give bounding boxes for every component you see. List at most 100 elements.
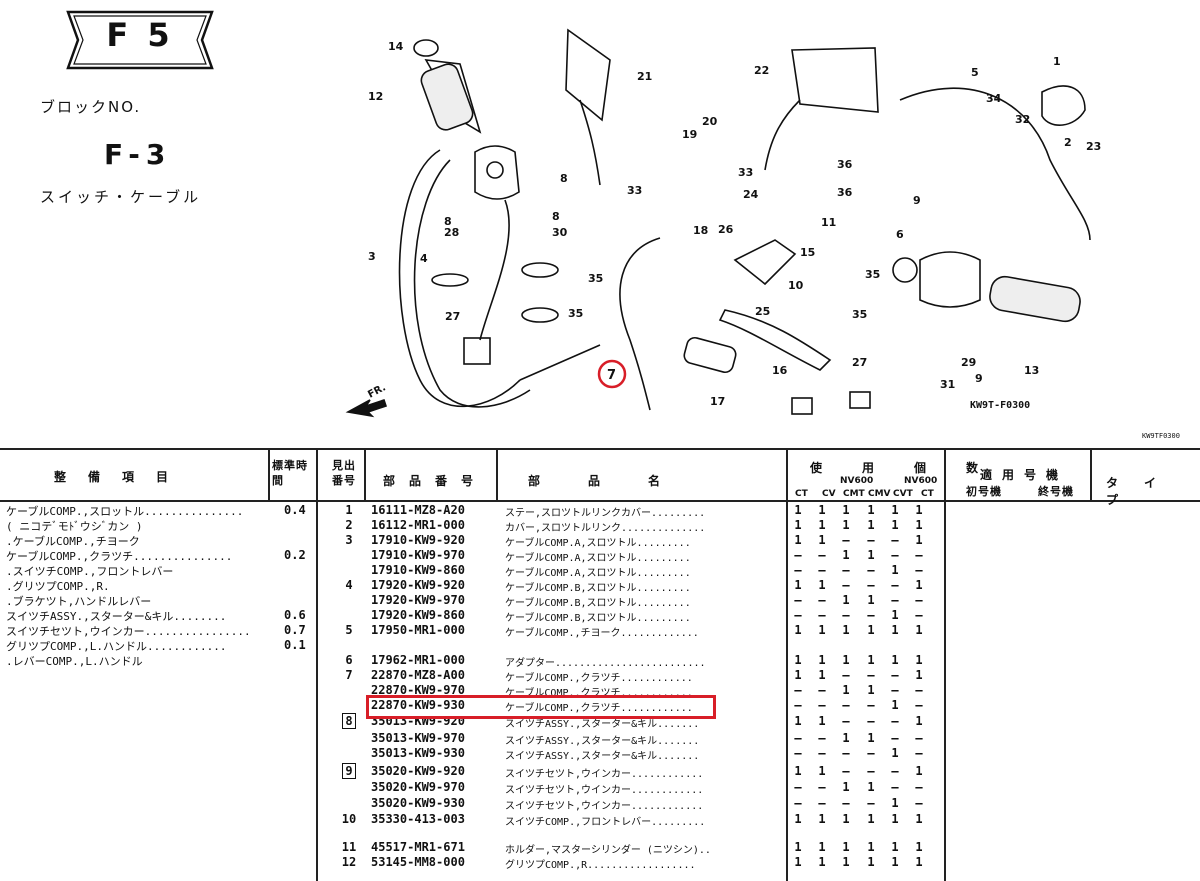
part-qty-cell: 1 xyxy=(842,623,850,637)
part-qty-cell: – xyxy=(818,731,826,745)
svg-text:13: 13 xyxy=(1024,364,1039,377)
part-ref-number: 12 xyxy=(334,855,364,869)
svg-text:26: 26 xyxy=(718,223,734,236)
choke-cable xyxy=(519,344,601,381)
svg-text:34: 34 xyxy=(986,92,1002,105)
svg-text:4: 4 xyxy=(420,252,428,265)
part-name: スイツチASSY.,スターター&キル....... xyxy=(505,736,700,747)
part-qty-cell: – xyxy=(842,698,850,712)
band-clamp-35b xyxy=(521,307,559,323)
labor-time: 0.4 xyxy=(284,503,306,517)
part-qty-cell: – xyxy=(794,593,802,607)
svg-text:2: 2 xyxy=(1064,136,1072,149)
part-qty-cell: – xyxy=(842,533,850,547)
part-ref-number: 6 xyxy=(334,653,364,667)
part-number: 17910-KW9-920 xyxy=(371,533,465,547)
svg-text:36: 36 xyxy=(837,158,853,171)
svg-text:20: 20 xyxy=(702,115,718,128)
part-qty-cell: 1 xyxy=(818,653,826,667)
part-number: 53145-MM8-000 xyxy=(371,855,465,869)
header-service-item: 整備項目 xyxy=(54,470,191,484)
part-qty-cell: 1 xyxy=(794,840,802,854)
part-qty-cell: 1 xyxy=(842,855,850,869)
table-header-rule xyxy=(0,500,1200,502)
part-qty-cell: 1 xyxy=(915,518,923,532)
part-ref-number: 11 xyxy=(334,840,364,854)
part-qty-cell: – xyxy=(818,548,826,562)
part-name: ケーブルCOMP.A,スロツトル......... xyxy=(505,538,691,549)
table-divider-app xyxy=(944,450,946,881)
part-qty-cell: – xyxy=(842,608,850,622)
svg-text:10: 10 xyxy=(788,279,804,292)
part-name: スイツチASSY.,スターター&キル....... xyxy=(505,751,700,762)
part-qty-cell: – xyxy=(867,796,875,810)
part-name: ケーブルCOMP.,チヨーク............. xyxy=(505,628,699,639)
part-qty-cell: – xyxy=(794,796,802,810)
part-qty-cell: – xyxy=(915,780,923,794)
highlighted-callout-number: 7 xyxy=(607,368,616,383)
part-qty-cell: 1 xyxy=(818,812,826,826)
block-code: F-3 xyxy=(104,138,172,171)
part-qty-cell: 1 xyxy=(867,593,875,607)
left-switch-housing-part xyxy=(474,145,520,200)
part-qty-cell: 1 xyxy=(891,623,899,637)
labor-time: 0.2 xyxy=(284,548,306,562)
header-col-1: CT xyxy=(795,489,808,499)
part-qty-cell: 1 xyxy=(842,503,850,517)
choke-cable-right xyxy=(899,87,1091,241)
part-qty-cell: – xyxy=(794,746,802,760)
part-ref-number: 4 xyxy=(334,578,364,592)
switch-connector xyxy=(463,337,491,365)
header-nv600-1: NV600 xyxy=(840,476,874,486)
part-qty-cell: 1 xyxy=(915,503,923,517)
block-number-label: ブロックNO. xyxy=(40,98,142,116)
band-clamp-27 xyxy=(431,273,469,287)
part-qty-cell: – xyxy=(891,731,899,745)
throttle-cable-b xyxy=(413,159,531,408)
right-switch-housing-part xyxy=(892,251,981,308)
svg-text:27: 27 xyxy=(852,356,867,369)
part-ref-number: 1 xyxy=(334,503,364,517)
part-qty-cell: 1 xyxy=(818,714,826,728)
part-qty-cell: 1 xyxy=(818,623,826,637)
svg-text:19: 19 xyxy=(682,128,697,141)
part-qty-cell: 1 xyxy=(818,578,826,592)
part-qty-cell: – xyxy=(818,683,826,697)
table-divider-ref xyxy=(364,450,366,500)
labor-item: ケーブルCOMP.,クラツチ............... xyxy=(6,550,233,563)
part-qty-cell: – xyxy=(867,533,875,547)
part-qty-cell: – xyxy=(794,698,802,712)
labor-time: 0.7 xyxy=(284,623,306,637)
part-qty-cell: – xyxy=(915,796,923,810)
header-part-no: 部品番号 xyxy=(383,474,488,488)
labor-item: グリツプCOMP.,L.ハンドル............ xyxy=(6,640,227,653)
page-plate-label: F 5 xyxy=(106,16,174,54)
part-number: 45517-MR1-671 xyxy=(371,840,465,854)
part-qty-cell: 1 xyxy=(891,746,899,760)
part-name: スイツチASSY.,スターター&キル....... xyxy=(505,719,700,730)
svg-text:35: 35 xyxy=(852,308,867,321)
connector-left xyxy=(791,397,813,415)
part-qty-cell: 1 xyxy=(842,593,850,607)
svg-text:5: 5 xyxy=(971,66,979,79)
header-nv600-2: NV600 xyxy=(904,476,938,486)
part-qty-cell: – xyxy=(915,608,923,622)
header-col-2: CV xyxy=(822,489,836,499)
part-qty-cell: – xyxy=(915,698,923,712)
part-ref-number: 10 xyxy=(334,812,364,826)
part-qty-cell: 1 xyxy=(867,503,875,517)
header-last-unit: 終号機 xyxy=(1038,485,1074,498)
front-arrow-icon xyxy=(345,398,388,418)
part-qty-cell: – xyxy=(867,608,875,622)
part-ref-value: 9 xyxy=(342,763,356,779)
part-qty-cell: – xyxy=(842,578,850,592)
table-divider-time xyxy=(268,450,270,500)
svg-text:14: 14 xyxy=(388,40,404,53)
labor-item: .グリツプCOMP.,R. xyxy=(6,580,110,593)
part-number: 17910-KW9-970 xyxy=(371,548,465,562)
part-ref-value: 4 xyxy=(345,578,353,592)
header-type: タイプ xyxy=(1106,476,1183,507)
part-number: 16111-MZ8-A20 xyxy=(371,503,465,517)
part-qty-cell: – xyxy=(867,668,875,682)
part-ref-value: 10 xyxy=(341,812,357,826)
